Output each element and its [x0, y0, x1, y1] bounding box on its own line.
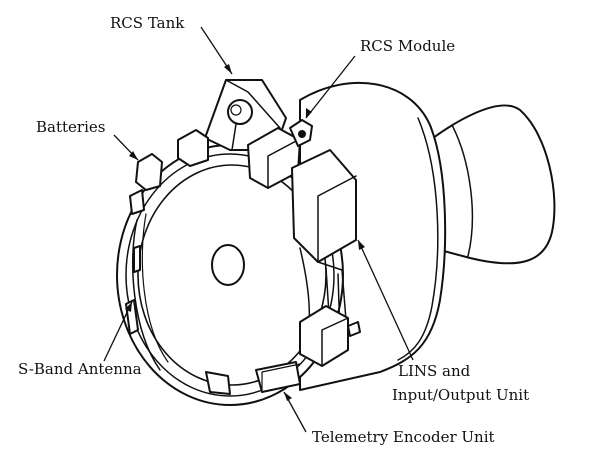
- label-rcs-module: RCS Module: [360, 37, 456, 55]
- rcs-tank: [204, 79, 287, 151]
- label-rcs-tank: RCS Tank: [110, 14, 185, 32]
- ring-blocks: [129, 119, 313, 215]
- lower-electronics-box: [299, 305, 361, 367]
- label-telemetry-encoder-unit: Telemetry Encoder Unit: [312, 428, 495, 446]
- center-port: [211, 244, 245, 286]
- lins-box: [291, 149, 357, 263]
- label-batteries: Batteries: [36, 118, 106, 136]
- arrowheads: [125, 64, 365, 401]
- rear-nozzle: [419, 104, 556, 265]
- bottom-blocks: [205, 361, 301, 395]
- label-lins-line2: Input/Output Unit: [392, 386, 530, 404]
- label-s-band-antenna: S-Band Antenna: [18, 360, 142, 378]
- label-lins-line1: LINS and: [398, 362, 471, 380]
